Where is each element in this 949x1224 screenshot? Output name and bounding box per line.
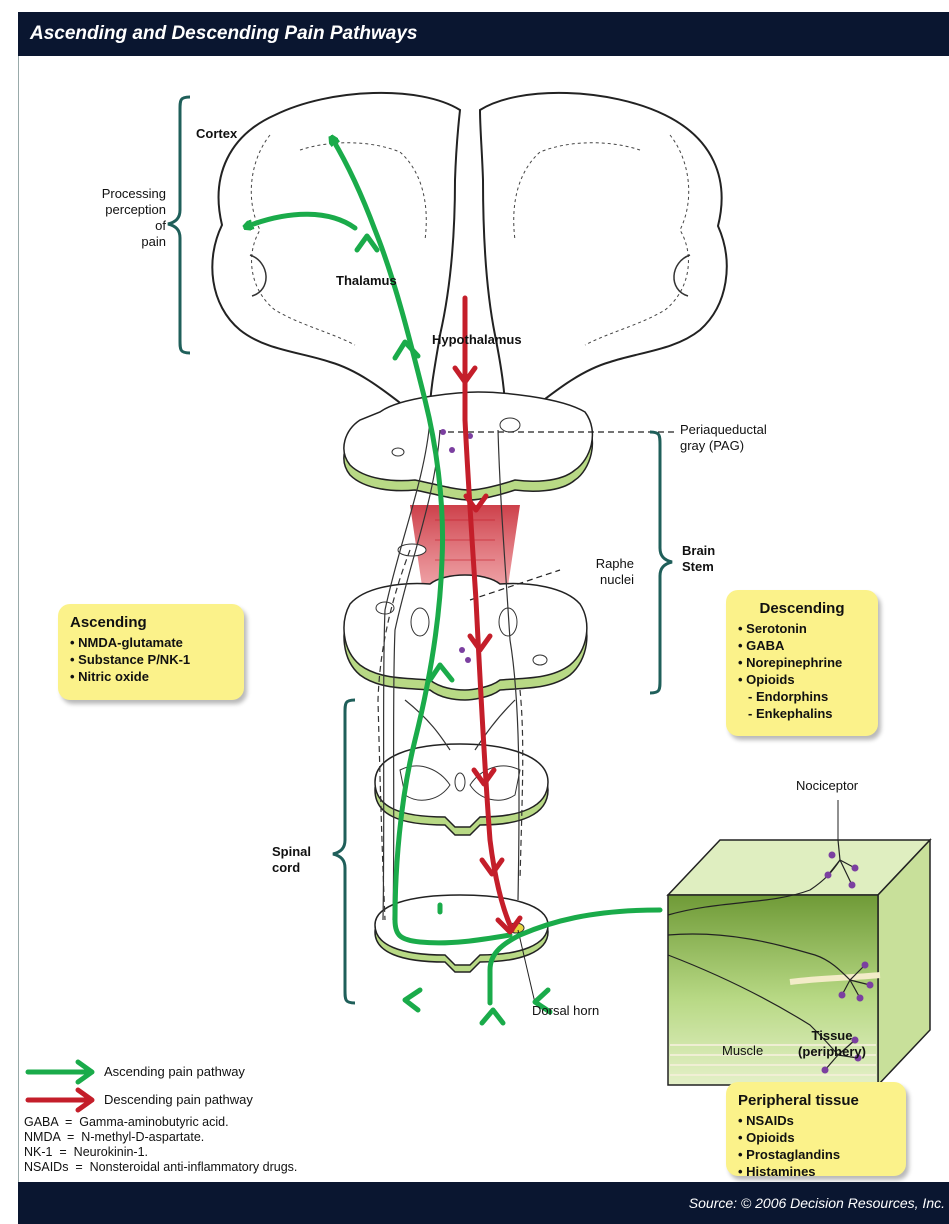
descending-callout-heading: Descending (738, 600, 866, 617)
legend-descending: Descending pain pathway (104, 1092, 253, 1107)
peripheral-callout: Peripheral tissue NSAIDs Opioids Prostag… (726, 1082, 906, 1176)
list-item: Opioids (738, 671, 866, 688)
peripheral-callout-heading: Peripheral tissue (738, 1092, 894, 1109)
list-subitem: Endorphins (738, 688, 866, 705)
legend-ascending-arrow (28, 1062, 92, 1082)
list-item: Serotonin (738, 620, 866, 637)
brain-cortex (212, 93, 726, 418)
descending-callout-list: Serotonin GABA Norepinephrine Opioids En… (738, 620, 866, 722)
list-item: Opioids (738, 1129, 894, 1146)
abbreviation-row: NSAIDs = Nonsteroidal anti-inflammatory … (24, 1160, 297, 1175)
abbreviation-row: NK-1 = Neurokinin-1. (24, 1145, 297, 1160)
processing-label: Processing perception of pain (62, 186, 166, 250)
ascending-callout-list: NMDA-glutamate Substance P/NK-1 Nitric o… (70, 634, 232, 685)
raphe-oval (398, 544, 426, 556)
list-item: NSAIDs (738, 1112, 894, 1129)
abbreviation-row: GABA = Gamma-aminobutyric acid. (24, 1115, 297, 1130)
ascending-callout-heading: Ascending (70, 614, 232, 631)
footer-bar: Source: © 2006 Decision Resources, Inc. (18, 1182, 949, 1224)
brain-stem-label: Brain Stem (682, 543, 715, 575)
peripheral-callout-list: NSAIDs Opioids Prostaglandins Histamines (738, 1112, 894, 1180)
abbreviations: GABA = Gamma-aminobutyric acid. NMDA = N… (24, 1115, 297, 1175)
descending-callout: Descending Serotonin GABA Norepinephrine… (726, 590, 878, 736)
source-credit: Source: © 2006 Decision Resources, Inc. (689, 1195, 945, 1211)
list-item: Prostaglandins (738, 1146, 894, 1163)
list-item: NMDA-glutamate (70, 634, 232, 651)
hypothalamus-label: Hypothalamus (432, 332, 522, 348)
thalamus-label: Thalamus (336, 273, 397, 289)
list-subitem: Enkephalins (738, 705, 866, 722)
spinal-cord-label: Spinal cord (272, 844, 311, 876)
pag-label: Periaqueductal gray (PAG) (680, 422, 767, 454)
list-item: Nitric oxide (70, 668, 232, 685)
nociceptor-label: Nociceptor (796, 778, 858, 794)
muscle-label: Muscle (722, 1043, 763, 1059)
dorsal-horn-label: Dorsal horn (532, 1003, 599, 1019)
cortex-label: Cortex (196, 126, 237, 142)
list-item: Norepinephrine (738, 654, 866, 671)
tissue-label: Tissue (periphery) (786, 1028, 878, 1060)
legend-ascending: Ascending pain pathway (104, 1064, 245, 1079)
abbreviation-row: NMDA = N-methyl-D-aspartate. (24, 1130, 297, 1145)
ascending-callout: Ascending NMDA-glutamate Substance P/NK-… (58, 604, 244, 700)
raphe-label: Raphe nuclei (574, 556, 634, 588)
list-item: Substance P/NK-1 (70, 651, 232, 668)
legend-descending-label: Descending pain pathway (104, 1092, 253, 1107)
legend-ascending-label: Ascending pain pathway (104, 1064, 245, 1079)
medulla-slice (344, 575, 587, 700)
legend-descending-arrow (28, 1090, 92, 1110)
list-item: GABA (738, 637, 866, 654)
list-item: Histamines (738, 1163, 894, 1180)
